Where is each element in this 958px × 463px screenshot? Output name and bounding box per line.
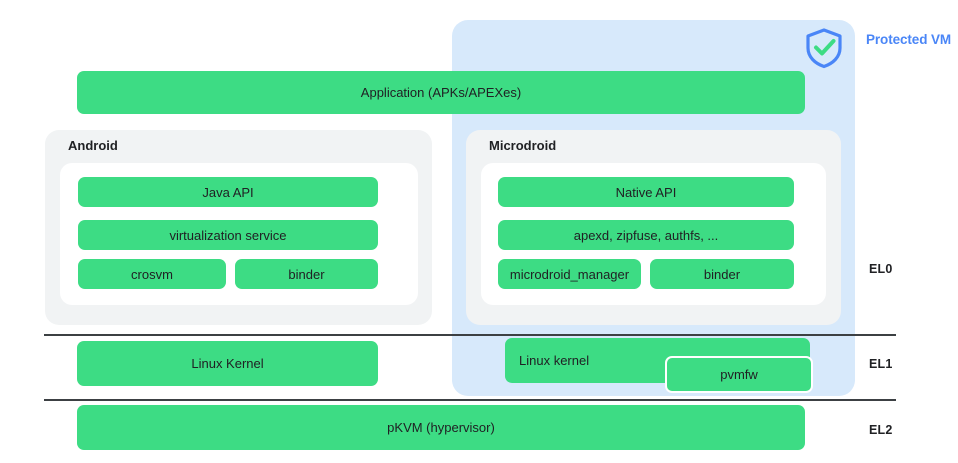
- android-title: Android: [68, 138, 118, 153]
- el2-label: EL2: [869, 423, 893, 437]
- el1-el2-divider: [44, 399, 896, 401]
- el1-label: EL1: [869, 357, 893, 371]
- pvmfw-box: pvmfw: [665, 356, 813, 393]
- android-binder-box: binder: [235, 259, 378, 289]
- pkvm-hypervisor-box: pKVM (hypervisor): [77, 405, 805, 450]
- android-linux-kernel-box: Linux Kernel: [77, 341, 378, 386]
- microdroid-title: Microdroid: [489, 138, 557, 153]
- native-api-box: Native API: [498, 177, 794, 207]
- java-api-box: Java API: [78, 177, 378, 207]
- shield-check-icon: [802, 26, 846, 70]
- microdroid-daemons-box: apexd, zipfuse, authfs, ...: [498, 220, 794, 250]
- microdroid-binder-box: binder: [650, 259, 794, 289]
- virtualization-service-box: virtualization service: [78, 220, 378, 250]
- crosvm-box: crosvm: [78, 259, 226, 289]
- microdroid-manager-box: microdroid_manager: [498, 259, 641, 289]
- protected-vm-label: Protected VM: [866, 32, 952, 47]
- el0-label: EL0: [869, 262, 893, 276]
- application-box: Application (APKs/APEXes): [77, 71, 805, 114]
- el0-el1-divider: [44, 334, 896, 336]
